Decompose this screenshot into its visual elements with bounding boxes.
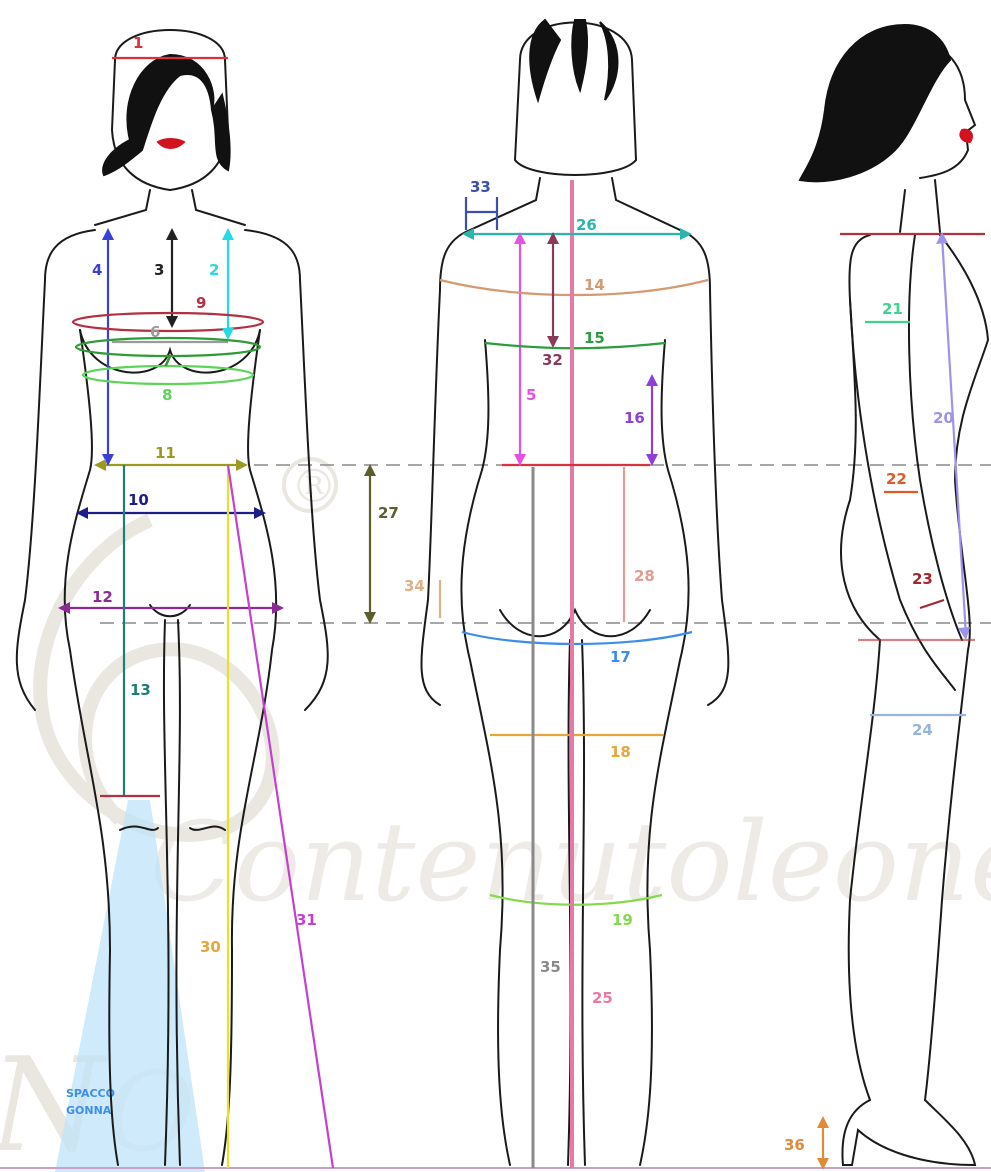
m11-arrow-left (94, 459, 106, 471)
front-neck (95, 190, 245, 225)
skirt-slit-line1: SPACCO (66, 1087, 115, 1100)
m32-arrow-bottom (547, 336, 559, 348)
m11-arrow-right (236, 459, 248, 471)
m25-label: 25 (592, 989, 613, 1007)
m23-label: 23 (912, 570, 933, 588)
front-lips (158, 139, 184, 148)
measurement-lines (62, 58, 985, 1168)
m20-line (942, 236, 966, 636)
m35-label: 35 (540, 958, 561, 976)
measurement-labels: 1 2 3 4 9 6 7 8 11 10 12 13 30 31 27 33 … (92, 34, 954, 1154)
m11-label: 11 (155, 444, 176, 462)
m3-arrow-top (166, 228, 178, 240)
m22-label: 22 (886, 470, 907, 488)
m24-label: 24 (912, 721, 933, 739)
back-body-right (640, 340, 689, 1165)
back-neck (470, 178, 680, 230)
m3-arrow-bottom (166, 316, 178, 328)
m5-label: 5 (526, 386, 536, 404)
skirt-slit-line2: GONNA (66, 1104, 112, 1117)
m33-label: 33 (470, 178, 491, 196)
m18-label: 18 (610, 743, 631, 761)
m12-arrow-right (272, 602, 284, 614)
m23-line (920, 600, 944, 608)
m16-label: 16 (624, 409, 645, 427)
m13-label: 13 (130, 681, 151, 699)
m3-label: 3 (154, 261, 164, 279)
back-hair (530, 20, 617, 100)
arrow-heads (58, 228, 970, 1170)
m34-label: 34 (404, 577, 425, 595)
m30-label: 30 (200, 938, 221, 956)
front-crotch (150, 605, 190, 616)
back-figure (421, 20, 728, 1165)
m26-label: 26 (576, 216, 597, 234)
m4-arrow-top (102, 228, 114, 240)
m36-label: 36 (784, 1136, 805, 1154)
m1-label: 1 (133, 34, 143, 52)
m20-label: 20 (933, 409, 954, 427)
side-hair (800, 25, 950, 181)
side-shoe (842, 1100, 975, 1165)
back-body-left (461, 340, 510, 1165)
m17-line (462, 632, 692, 644)
back-torso-left (421, 230, 470, 705)
m17-label: 17 (610, 648, 631, 666)
front-hair (103, 55, 213, 175)
m14-label: 14 (584, 276, 605, 294)
m15-label: 15 (584, 329, 605, 347)
m9-label: 9 (196, 294, 206, 312)
m36-arrow-top (817, 1116, 829, 1128)
m2-arrow-top (222, 228, 234, 240)
m21-label: 21 (882, 300, 903, 318)
m16-arrow-top (646, 374, 658, 386)
m19-label: 19 (612, 911, 633, 929)
m27-label: 27 (378, 504, 399, 522)
m12-label: 12 (92, 588, 113, 606)
m4-label: 4 (92, 261, 102, 279)
m6-label: 6 (150, 323, 160, 341)
side-neck (900, 180, 940, 232)
front-torso-left (17, 230, 95, 710)
m27-arrow-bottom (364, 612, 376, 624)
m9-line (73, 313, 263, 331)
m15-line (485, 343, 665, 348)
m8-label: 8 (162, 386, 172, 404)
m31-label: 31 (296, 911, 317, 929)
m2-arrow-bottom (222, 328, 234, 340)
m27-arrow-top (364, 464, 376, 476)
m26-arrow-right (680, 228, 692, 240)
m7-label: 7 (162, 352, 172, 370)
side-figure (800, 25, 988, 1165)
m28-label: 28 (634, 567, 655, 585)
side-back-body (841, 300, 880, 640)
m2-label: 2 (209, 261, 219, 279)
registered-mark: ® (291, 459, 337, 513)
m10-label: 10 (128, 491, 149, 509)
m32-label: 32 (542, 351, 563, 369)
side-lips (960, 130, 972, 142)
